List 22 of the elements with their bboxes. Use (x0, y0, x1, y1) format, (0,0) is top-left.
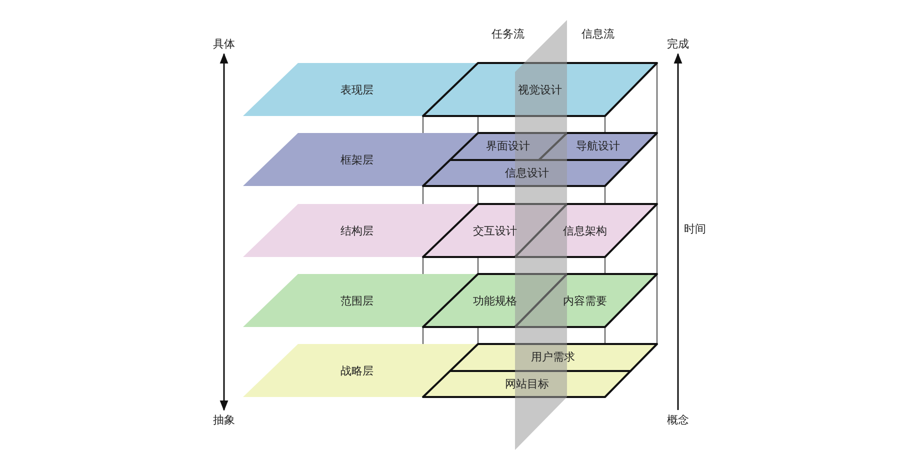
plane-label: 交互设计 (473, 224, 517, 238)
layer-label: 结构层 (340, 224, 374, 238)
plane-label: 内容需要 (563, 294, 607, 308)
plane-label: 界面设计 (486, 139, 530, 153)
plane-label: 导航设计 (576, 139, 620, 153)
axis-label: 任务流 (492, 27, 524, 41)
plane-label: 信息架构 (563, 224, 607, 238)
axis-label: 具体 (213, 37, 235, 51)
plane-label: 功能规格 (473, 294, 517, 308)
layer-label: 范围层 (340, 294, 374, 308)
axis-label: 概念 (667, 413, 689, 427)
layer-label: 框架层 (340, 153, 374, 167)
plane-label: 网站目标 (505, 377, 549, 391)
axis-label: 信息流 (582, 27, 614, 41)
layer-label: 战略层 (340, 364, 374, 378)
axis-label: 完成 (667, 37, 689, 51)
plane-label: 信息设计 (505, 166, 549, 180)
plane-label: 用户需求 (530, 350, 575, 364)
axis-label: 抽象 (213, 413, 235, 427)
layer-label: 表现层 (340, 83, 374, 97)
axis-label: 时间 (684, 222, 706, 236)
plane-label: 视觉设计 (518, 83, 562, 97)
